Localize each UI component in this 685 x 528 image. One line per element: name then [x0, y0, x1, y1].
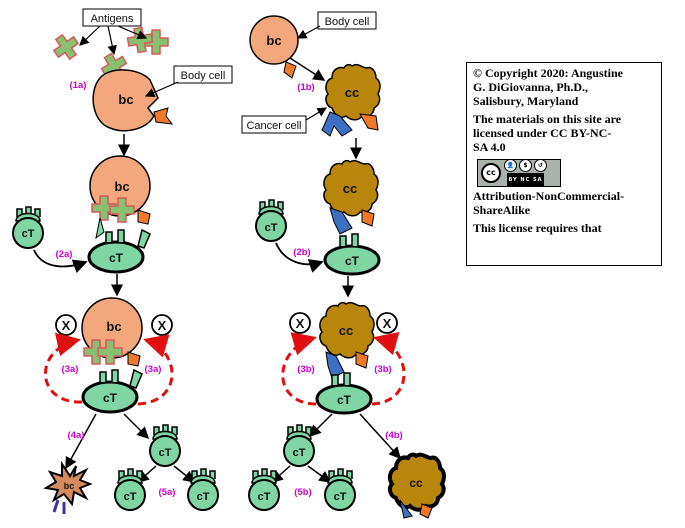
t-cell-icon: [187, 468, 219, 511]
body-cell-label-box: [173, 65, 233, 84]
t-cell-icon: [255, 199, 287, 242]
cancer-cell-label-box: [241, 115, 307, 134]
svg-text:X: X: [62, 318, 71, 333]
body-cell-callout-1: Body cell: [181, 70, 226, 82]
by-icon: 👤: [504, 159, 517, 172]
step-4b: (4b): [385, 430, 402, 441]
copyright-line: G. DiGiovanna, Ph.D.,: [473, 80, 589, 94]
license-text: licensed under CC BY-NC-: [473, 126, 612, 140]
body-cell-label: bc: [106, 319, 121, 334]
t-cell-label: cT: [265, 222, 278, 234]
t-cell-label: cT: [124, 491, 137, 503]
t-cell-icon: [248, 468, 280, 511]
step-3b-left: (3b): [297, 364, 314, 375]
t-cell-3a: [81, 380, 139, 414]
sa-icon: ↺: [534, 159, 547, 172]
body-cell-label: bc: [118, 92, 133, 107]
license-name: Attribution-NonCommercial-: [473, 189, 625, 203]
step-3a-right: (3a): [145, 364, 162, 375]
t-cell-label: cT: [258, 491, 271, 503]
t-cell-icon: [114, 468, 146, 511]
cancer-cell-label: cc: [345, 85, 359, 100]
body-cell-callout-2: Body cell: [325, 16, 370, 28]
cancer-cell-label: cc: [409, 476, 423, 490]
step-2a: (2a): [56, 249, 73, 260]
license-text: This license requires that: [473, 221, 602, 235]
step-4a: (4a): [68, 430, 85, 441]
step-1b: (1b): [297, 82, 314, 93]
step-3b-right: (3b): [374, 364, 391, 375]
cc-license-badge[interactable]: cc 👤 $ ↺ BY NC SA: [477, 159, 561, 187]
license-text: SA 4.0: [473, 140, 506, 154]
step-3a-left: (3a): [62, 364, 79, 375]
nc-icon: $: [519, 159, 532, 172]
body-cell-label: bc: [266, 33, 281, 48]
t-cell-label: cT: [22, 228, 35, 240]
t-cell-label: cT: [337, 393, 352, 407]
t-cell-icon: [324, 468, 356, 511]
svg-text:X: X: [296, 316, 305, 331]
body-cell-1b: [249, 15, 299, 65]
t-cell-label: cT: [159, 447, 172, 459]
dead-body-cell: [43, 460, 93, 507]
receptor-orange-icon: [153, 107, 174, 125]
antigens-label-box: [82, 8, 142, 27]
step-5b: (5b): [294, 487, 311, 498]
cc-badge-codes: BY NC SA: [506, 173, 545, 187]
t-cell-2a: [87, 240, 145, 274]
step-2b: (2b): [293, 247, 310, 258]
t-cell-label: cT: [293, 447, 306, 459]
body-cell-1a: [92, 69, 159, 132]
copyright-box: © Copyright 2020: Angustine G. DiGiovann…: [466, 62, 662, 266]
cancer-cell-label: cc: [343, 181, 357, 196]
copyright-line: Salisbury, Maryland: [473, 94, 579, 108]
t-cell-label: cT: [345, 254, 360, 268]
cancer-cell-label: cc: [339, 323, 353, 338]
cancer-cell-callout: Cancer cell: [246, 120, 301, 132]
antigen-icon: [48, 29, 84, 65]
t-cell-label: cT: [197, 491, 210, 503]
antigen-icon: [125, 25, 155, 55]
body-cell-label: bc: [114, 179, 129, 194]
t-cell-icon: [283, 424, 315, 467]
t-cell-label: cT: [103, 391, 118, 405]
svg-text:X: X: [383, 316, 392, 331]
step-1a: (1a): [70, 80, 87, 91]
copyright-line: © Copyright 2020: Angustine: [473, 66, 623, 80]
body-cell-label-box: [317, 11, 377, 30]
t-cell-icon: [149, 424, 181, 467]
antigens-label: Antigens: [91, 13, 134, 25]
license-name: ShareAlike: [473, 203, 531, 217]
body-cell-label: bc: [64, 481, 75, 491]
cc-icon: cc: [481, 163, 501, 183]
t-cell-label: cT: [334, 491, 347, 503]
license-text: The materials on this site are: [473, 112, 622, 126]
t-cell-label: cT: [109, 251, 124, 265]
step-5a: (5a): [159, 487, 176, 498]
svg-text:X: X: [158, 318, 167, 333]
